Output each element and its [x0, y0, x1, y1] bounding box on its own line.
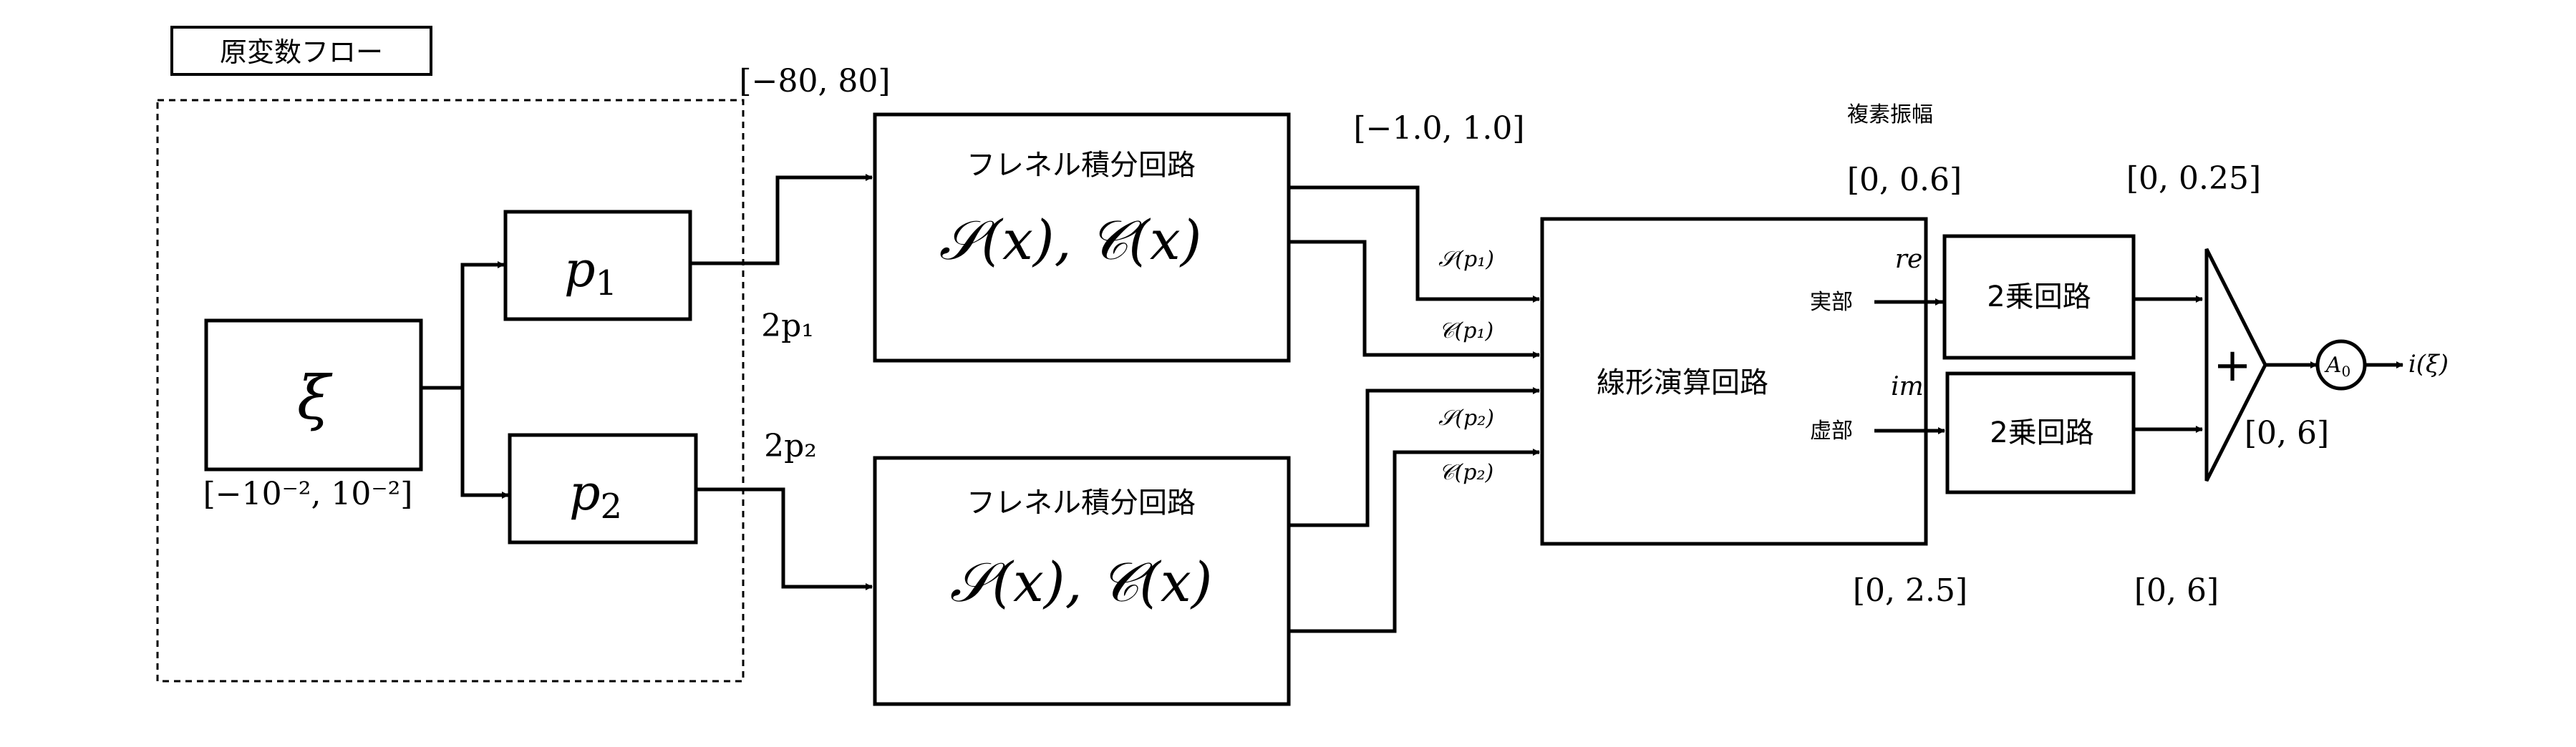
square-bottom-range: [0, 6] — [2134, 572, 2219, 609]
square-bottom-box — [1945, 371, 2136, 494]
complex-amp-label: 複素振幅 — [1847, 102, 1933, 127]
fresnel-top-title: フレネル積分回路 — [967, 149, 1196, 182]
output-label: i(ξ) — [2408, 350, 2449, 379]
c-p2-label: 𝒞(p₂) — [1439, 460, 1494, 485]
linear-range-top: [0, 0.6] — [1847, 162, 1962, 198]
wire-p1-fresnel-top — [690, 174, 873, 265]
square-bottom-title: 2乗回路 — [1990, 416, 2093, 449]
im-label: im — [1891, 372, 1924, 401]
linear-real-label: 実部 — [1810, 290, 1853, 315]
title-label: 原変数フロー — [220, 36, 383, 68]
p2-symbol: p2 — [569, 465, 622, 527]
p1-box — [503, 210, 692, 321]
p2-output-label: 2p₂ — [764, 428, 817, 464]
wire-p2-fresnel-bottom — [696, 487, 873, 590]
xi-symbol: ξ — [297, 363, 333, 433]
s-p1-label: 𝒮(p₁) — [1438, 247, 1494, 272]
fresnel-top-box — [873, 112, 1291, 363]
linear-range-bottom: [0, 2.5] — [1853, 572, 1967, 609]
original-variable-region — [156, 99, 745, 683]
c-p1-label: 𝒞(p₁) — [1439, 318, 1494, 343]
wire-split-p1 — [460, 261, 505, 388]
square-top-title: 2乗回路 — [1987, 280, 2091, 313]
fresnel-bottom-formula: 𝒮(x), 𝒞(x) — [950, 550, 1213, 614]
xi-range-label: [−10⁻², 10⁻²] — [203, 476, 413, 512]
linear-box — [1540, 217, 1928, 546]
wire-s-p1 — [1289, 185, 1540, 303]
wire-c-p2 — [1289, 449, 1540, 633]
amp-symbol: A0 — [2324, 353, 2350, 380]
adder-triangle — [2204, 248, 2267, 482]
xi-box — [204, 318, 423, 472]
adder-range: [0, 6] — [2245, 415, 2329, 451]
square-top-range: [0, 0.25] — [2126, 160, 2261, 197]
adder-symbol: + — [2213, 339, 2252, 392]
fresnel-top-range: [−1.0, 1.0] — [1353, 110, 1524, 147]
s-p2-label: 𝒮(p₂) — [1438, 406, 1494, 431]
p2-box — [508, 433, 698, 545]
re-label: re — [1895, 245, 1923, 274]
p1-output-label: 2p₁ — [761, 308, 814, 344]
fresnel-bottom-title: フレネル積分回路 — [967, 487, 1196, 519]
linear-title: 線形演算回路 — [1597, 366, 1768, 399]
wire-c-p1 — [1289, 240, 1540, 358]
linear-imag-label: 虚部 — [1810, 419, 1853, 444]
title-box — [170, 26, 432, 76]
wire-s-p2 — [1289, 387, 1540, 527]
p1-range-label: [−80, 80] — [739, 63, 890, 99]
p1-symbol: p1 — [564, 242, 617, 303]
square-top-box — [1942, 234, 2136, 360]
fresnel-top-formula: 𝒮(x), 𝒞(x) — [939, 208, 1202, 272]
fresnel-bottom-box — [873, 456, 1291, 706]
wire-split-p2 — [460, 388, 509, 499]
